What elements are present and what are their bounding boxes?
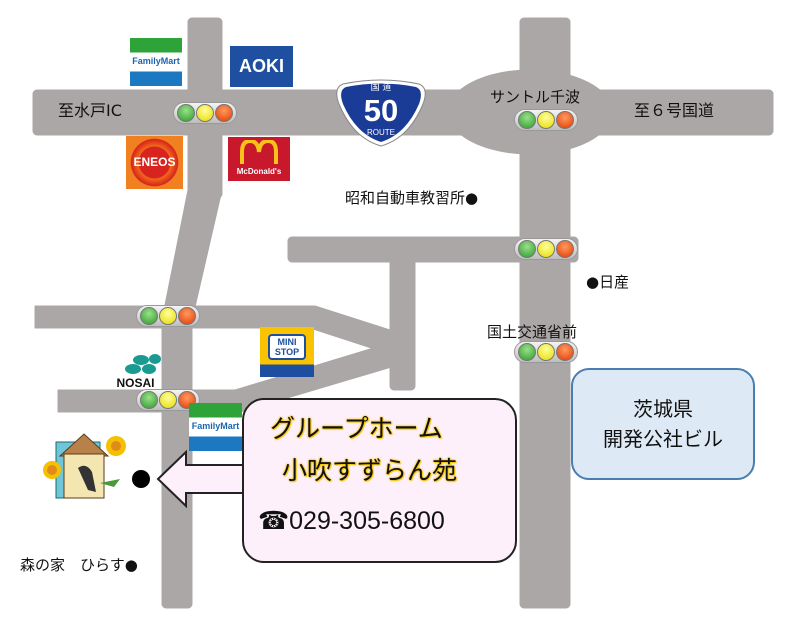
route-sign-number: 50 (363, 93, 399, 128)
nosai-mark-icon (124, 353, 161, 374)
mcdonalds-logo: McDonald's (228, 137, 290, 181)
building-name-line2: 開発公社ビル (603, 427, 723, 451)
label-mori-no-ie: 森の家 ひらす● (20, 556, 138, 574)
route-50-sign: 国 道 50 ROUTE (333, 78, 429, 148)
road-right-main (519, 17, 571, 609)
road-upper-branch (34, 305, 416, 361)
familymart-logo: FamilyMart (130, 38, 182, 86)
ministop-logo: MINI STOP (260, 327, 314, 377)
traffic-light-icon (136, 305, 200, 327)
ministop-text: MINI STOP (268, 334, 306, 360)
facility-type: グループホーム (270, 414, 443, 443)
building-name-line1: 茨城県 (633, 397, 693, 421)
route-sign-word: ROUTE (367, 128, 395, 137)
facility-callout: グループホーム 小吹すずらん苑 ☎029-305-6800 (242, 398, 517, 563)
phone-number[interactable]: 029-305-6800 (289, 507, 445, 535)
traffic-light-icon (173, 102, 237, 124)
label-to-mito-ic: 至水戸IC (58, 101, 122, 120)
route-sign-kanji: 国 道 (370, 83, 392, 93)
road-left-slant (161, 189, 223, 321)
eneos-logo: ENEOS (126, 136, 183, 189)
pointer-arrow (156, 450, 247, 509)
golden-arches-icon (240, 140, 278, 164)
traffic-light-icon (514, 341, 578, 363)
road-mid-horizontal (287, 236, 579, 263)
traffic-light-icon (136, 389, 200, 411)
road-center-vertical (389, 239, 416, 391)
traffic-light-icon (514, 238, 578, 260)
mcdonalds-text: McDonald's (236, 167, 282, 176)
label-nissan: ●日産 (586, 273, 630, 291)
destination-marker (132, 470, 150, 488)
label-mlit-front: 国土交通省前 (487, 323, 578, 341)
familymart-logo-2: FamilyMart (189, 403, 242, 451)
label-to-route6: 至６号国道 (634, 101, 715, 120)
nosai-text: NOSAI (116, 375, 155, 390)
label-showa-driving-school: 昭和自動車教習所● (345, 189, 479, 207)
phone-icon: ☎ (258, 507, 290, 535)
traffic-light-icon (514, 109, 578, 131)
birdhouse-sunflower-illustration (40, 428, 130, 500)
ibaraki-development-corp-building: 茨城県 開発公社ビル (571, 368, 755, 480)
label-suntoru-chinami: サントル千波 (490, 88, 581, 106)
facility-name: 小吹すずらん苑 (282, 456, 458, 485)
nosai-logo: NOSAI (108, 345, 163, 390)
aoki-logo: AOKI (230, 46, 293, 87)
